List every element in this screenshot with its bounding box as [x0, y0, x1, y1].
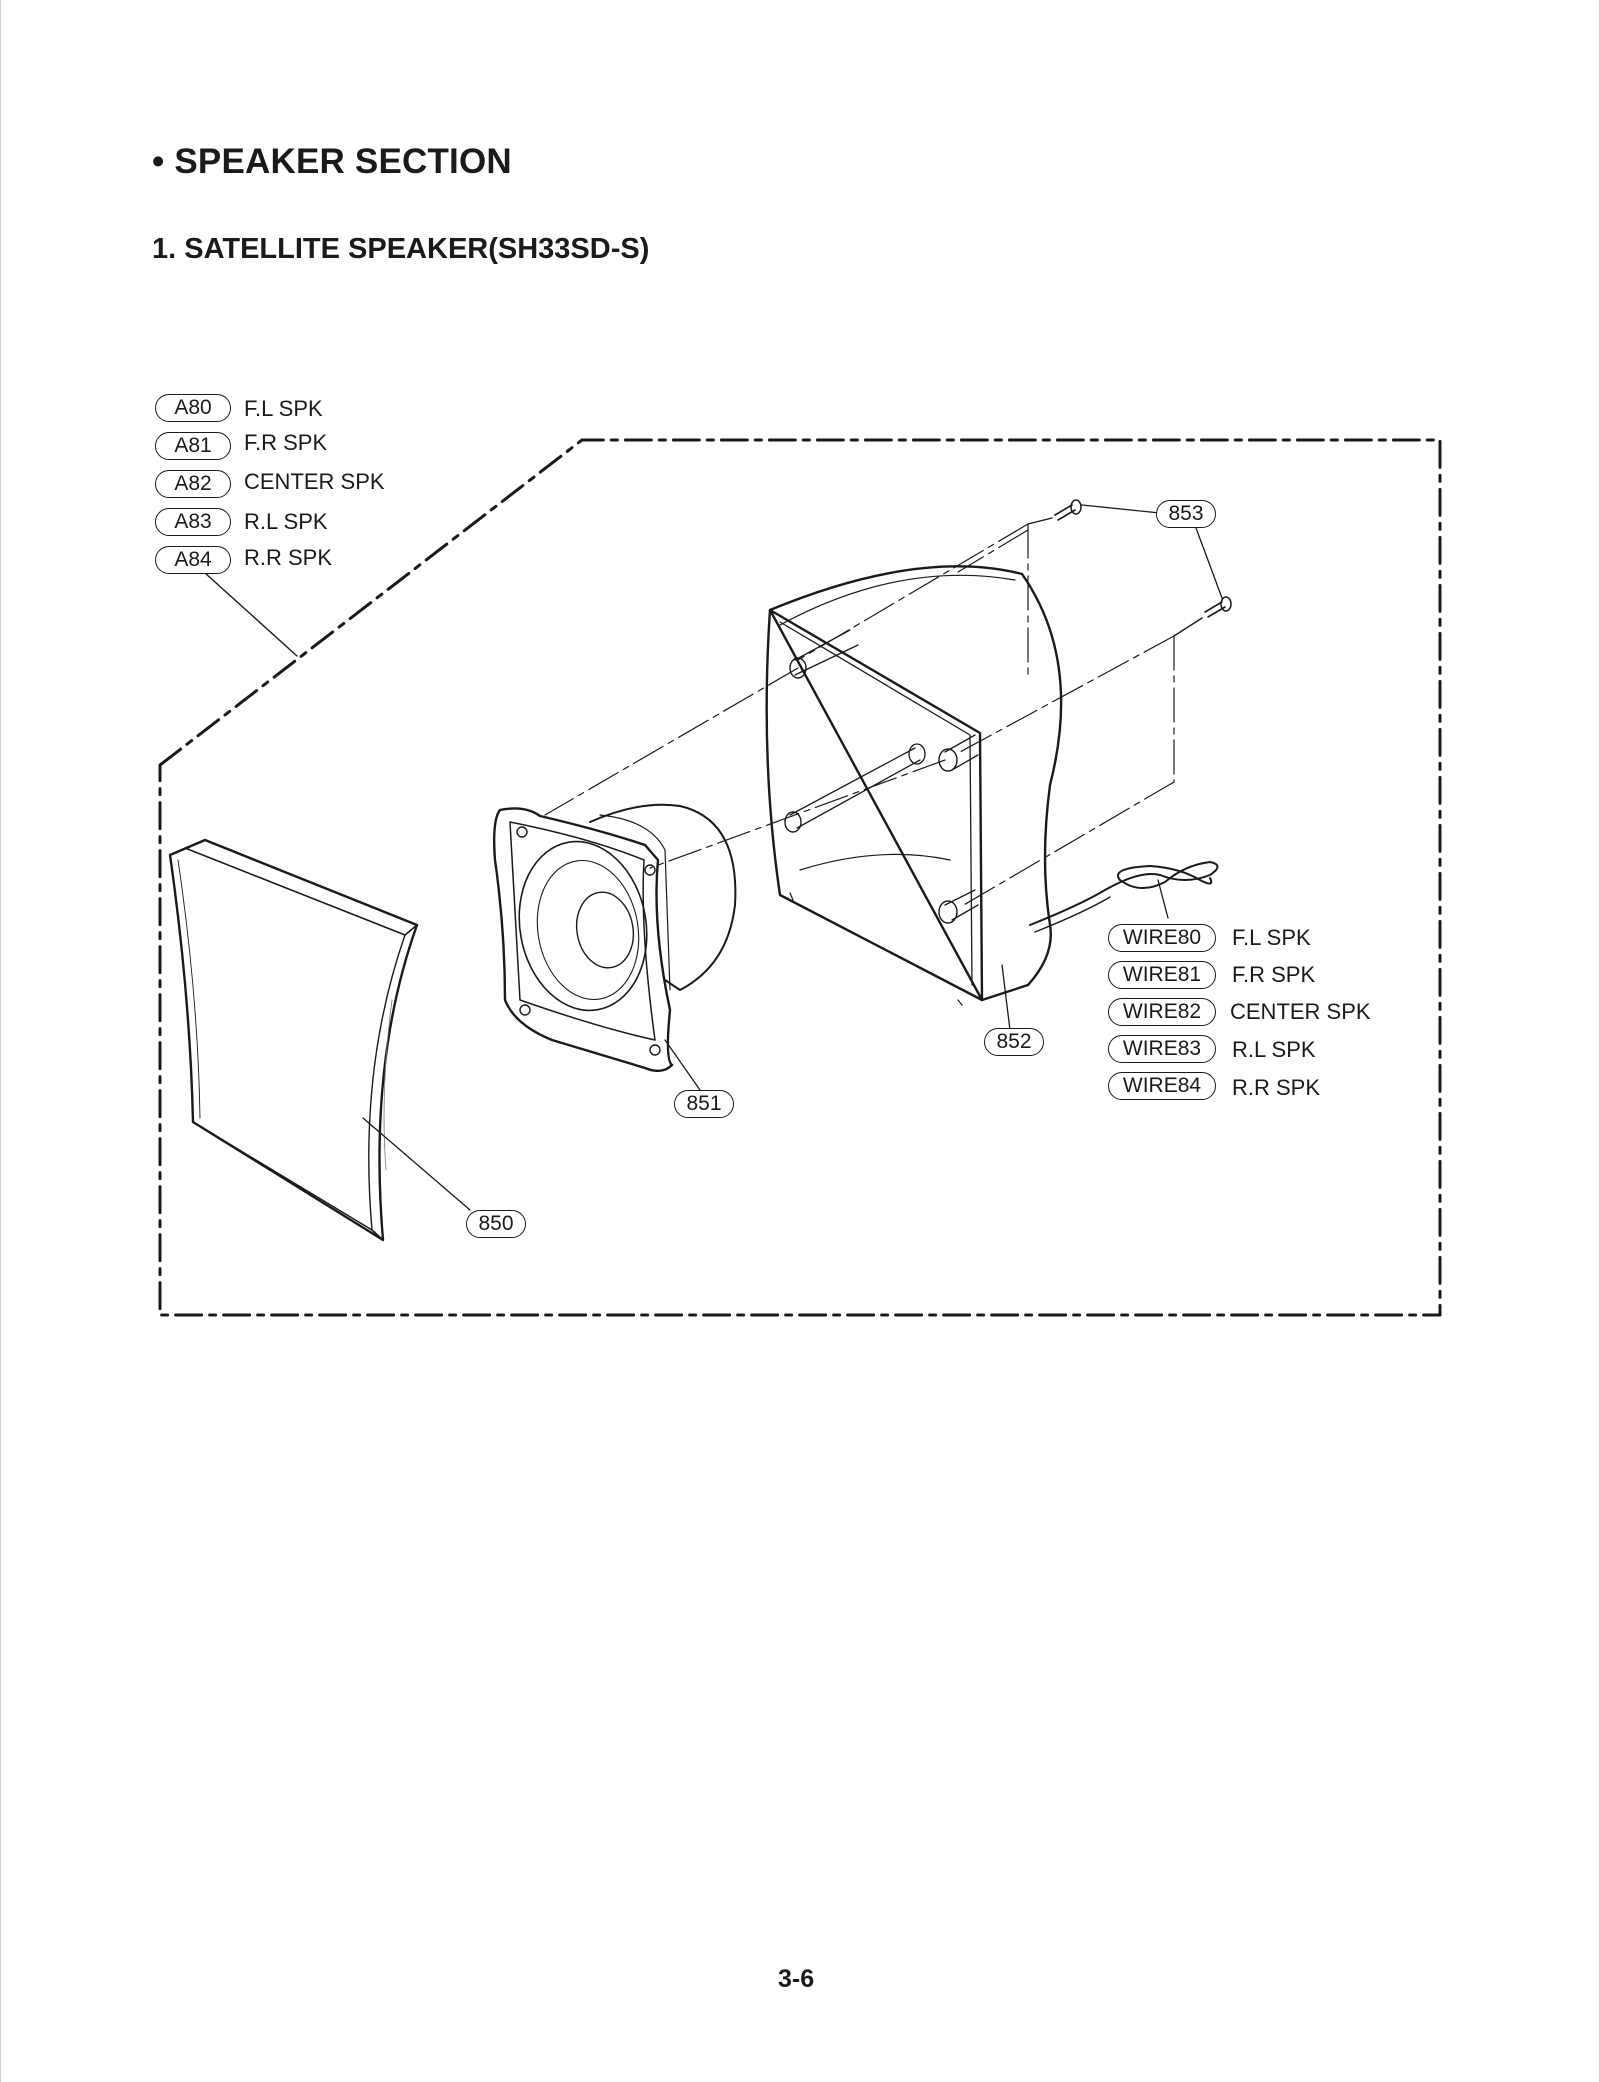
sub-title: 1. SATELLITE SPEAKER(SH33SD-S) [152, 233, 650, 265]
callout-wire83: WIRE83 [1108, 1035, 1216, 1063]
section-title: • SPEAKER SECTION [152, 142, 512, 181]
callout-850: 850 [466, 1210, 526, 1238]
callout-a84: A84 [155, 546, 231, 574]
label-wire83-desc: R.L SPK [1232, 1037, 1316, 1062]
callout-wire84: WIRE84 [1108, 1072, 1216, 1100]
callout-852: 852 [984, 1028, 1044, 1056]
screw-853-drawing [1054, 499, 1232, 618]
callout-wire82: WIRE82 [1108, 998, 1216, 1026]
callout-wire80: WIRE80 [1108, 924, 1216, 952]
label-a82-desc: CENTER SPK [244, 469, 385, 494]
callout-853: 853 [1156, 500, 1216, 528]
label-wire80-desc: F.L SPK [1232, 925, 1311, 950]
page-edge-left [0, 0, 1, 2082]
callout-wire81: WIRE81 [1108, 961, 1216, 989]
callout-a82: A82 [155, 470, 231, 498]
label-wire84-desc: R.R SPK [1232, 1075, 1321, 1100]
label-wire82-desc: CENTER SPK [1230, 999, 1371, 1024]
label-a81-desc: F.R SPK [244, 430, 328, 455]
label-a84-desc: R.R SPK [244, 545, 333, 570]
callout-a80: A80 [155, 394, 231, 422]
label-a83-desc: R.L SPK [244, 509, 328, 534]
callout-a81: A81 [155, 432, 231, 460]
assembly-centerlines [544, 523, 1175, 907]
callout-851: 851 [674, 1090, 734, 1118]
cabinet-852-drawing [765, 565, 1219, 1031]
grille-850-drawing [168, 838, 471, 1242]
page-number: 3-6 [778, 1965, 815, 1993]
leader-a84 [204, 572, 298, 657]
label-a80-desc: F.L SPK [244, 396, 323, 421]
driver-851-drawing [492, 803, 737, 1091]
label-wire81-desc: F.R SPK [1232, 962, 1316, 987]
callout-a83: A83 [155, 508, 231, 536]
assembly-boundary [158, 438, 1442, 1317]
